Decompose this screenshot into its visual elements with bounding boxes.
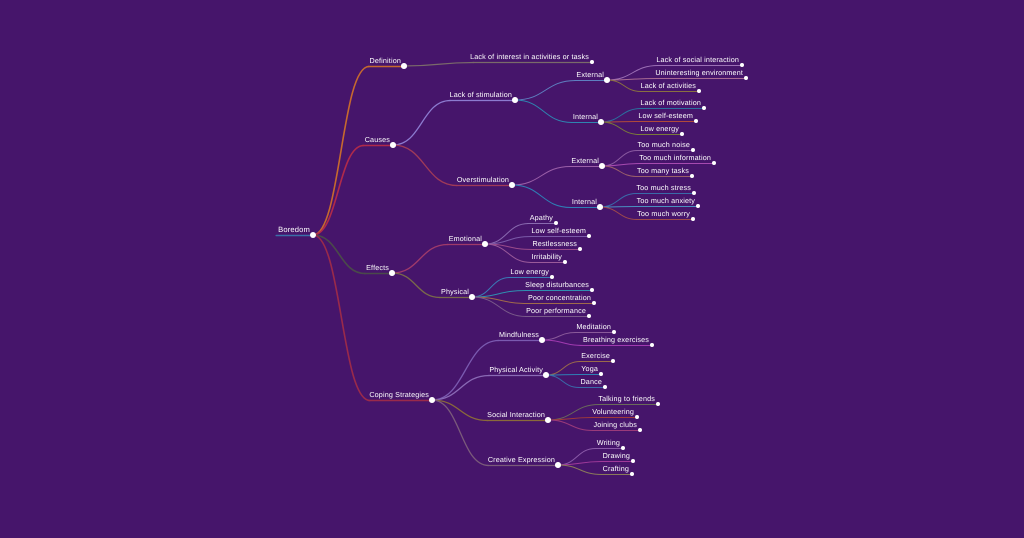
mindmap-label-external[interactable]: External (571, 155, 599, 165)
mindmap-node-poor-concentration[interactable] (591, 300, 597, 306)
mindmap-label-joining-clubs[interactable]: Joining clubs (593, 419, 637, 429)
mindmap-node-low-energy[interactable] (549, 274, 555, 280)
mindmap-node-boredom[interactable] (309, 231, 317, 239)
mindmap-node-too-many-tasks[interactable] (689, 173, 695, 179)
mindmap-node-exercise[interactable] (610, 358, 616, 364)
mindmap-node-social-interaction[interactable] (545, 417, 551, 423)
mindmap-label-boredom[interactable]: Boredom (278, 224, 310, 234)
mindmap-label-too-much-noise[interactable]: Too much noise (637, 139, 690, 149)
mindmap-node-joining-clubs[interactable] (637, 427, 643, 433)
mindmap-label-coping-strategies[interactable]: Coping Strategies (369, 389, 429, 399)
mindmap-node-external[interactable] (604, 77, 610, 83)
mindmap-node-lack-of-activities[interactable] (696, 88, 702, 94)
mindmap-label-too-much-worry[interactable]: Too much worry (637, 208, 690, 218)
mindmap-node-writing[interactable] (620, 445, 626, 451)
mindmap-label-low-self-esteem[interactable]: Low self-esteem (638, 110, 693, 120)
mindmap-label-drawing[interactable]: Drawing (602, 450, 630, 460)
mindmap-node-dance[interactable] (602, 384, 608, 390)
mindmap-node-volunteering[interactable] (634, 414, 640, 420)
mindmap-node-creative-expression[interactable] (555, 462, 561, 468)
mindmap-label-low-energy[interactable]: Low energy (640, 123, 679, 133)
mindmap-node-too-much-worry[interactable] (690, 216, 696, 222)
mindmap-node-effects[interactable] (389, 270, 395, 276)
mindmap-label-exercise[interactable]: Exercise (581, 350, 610, 360)
mindmap-node-lack-of-interest-in-activities-or-tasks[interactable] (589, 59, 595, 65)
mindmap-label-crafting[interactable]: Crafting (602, 463, 629, 473)
mindmap-node-low-self-esteem[interactable] (586, 233, 592, 239)
mindmap-label-poor-performance[interactable]: Poor performance (526, 305, 586, 315)
mindmap-label-effects[interactable]: Effects (366, 262, 389, 272)
mindmap-label-too-much-anxiety[interactable]: Too much anxiety (636, 195, 695, 205)
mindmap-label-restlessness[interactable]: Restlessness (532, 238, 577, 248)
mindmap-label-overstimulation[interactable]: Overstimulation (456, 174, 509, 184)
mindmap-label-lack-of-motivation[interactable]: Lack of motivation (640, 97, 701, 107)
mindmap-node-yoga[interactable] (598, 371, 604, 377)
mindmap-label-too-many-tasks[interactable]: Too many tasks (636, 165, 689, 175)
mindmap-label-social-interaction[interactable]: Social Interaction (487, 409, 545, 419)
mindmap-node-definition[interactable] (401, 63, 407, 69)
mindmap-label-too-much-stress[interactable]: Too much stress (636, 182, 691, 192)
mindmap-node-physical-activity[interactable] (543, 372, 549, 378)
mindmap-label-lack-of-activities[interactable]: Lack of activities (640, 80, 696, 90)
mindmap-label-physical-activity[interactable]: Physical Activity (489, 364, 543, 374)
mindmap-node-sleep-disturbances[interactable] (589, 287, 595, 293)
mindmap-node-external[interactable] (599, 163, 605, 169)
mindmap-label-emotional[interactable]: Emotional (448, 233, 482, 243)
mindmap-label-volunteering[interactable]: Volunteering (592, 406, 634, 416)
mindmap-label-uninteresting-environment[interactable]: Uninteresting environment (655, 67, 743, 77)
mindmap-label-external[interactable]: External (576, 69, 604, 79)
mindmap-label-sleep-disturbances[interactable]: Sleep disturbances (525, 279, 589, 289)
mindmap-label-poor-concentration[interactable]: Poor concentration (527, 292, 591, 302)
mindmap-node-mindfulness[interactable] (539, 337, 545, 343)
mindmap-node-causes[interactable] (390, 142, 396, 148)
mindmap-label-irritability[interactable]: Irritability (531, 251, 562, 261)
mindmap-node-lack-of-motivation[interactable] (701, 105, 707, 111)
mindmap-node-meditation[interactable] (611, 329, 617, 335)
mindmap-node-talking-to-friends[interactable] (655, 401, 661, 407)
mindmap-node-breathing-exercises[interactable] (649, 342, 655, 348)
mindmap-label-yoga[interactable]: Yoga (581, 363, 598, 373)
mindmap-node-low-self-esteem[interactable] (693, 118, 699, 124)
mindmap-label-definition[interactable]: Definition (369, 55, 401, 65)
mindmap-label-dance[interactable]: Dance (580, 376, 602, 386)
mindmap-label-too-much-information[interactable]: Too much information (639, 152, 711, 162)
mindmap-label-internal[interactable]: Internal (572, 111, 598, 121)
mindmap-label-writing[interactable]: Writing (596, 437, 620, 447)
mindmap-label-apathy[interactable]: Apathy (529, 212, 553, 222)
mindmap-label-breathing-exercises[interactable]: Breathing exercises (583, 334, 649, 344)
mindmap-node-physical[interactable] (469, 294, 475, 300)
mindmap-node-poor-performance[interactable] (586, 313, 592, 319)
mindmap-node-low-energy[interactable] (679, 131, 685, 137)
mindmap-label-mindfulness[interactable]: Mindfulness (498, 329, 539, 339)
mindmap-node-drawing[interactable] (630, 458, 636, 464)
mindmap-node-too-much-anxiety[interactable] (695, 203, 701, 209)
mindmap-node-apathy[interactable] (553, 220, 559, 226)
mindmap-label-lack-of-stimulation[interactable]: Lack of stimulation (449, 89, 512, 99)
mindmap-label-low-energy[interactable]: Low energy (510, 266, 549, 276)
mindmap-node-lack-of-social-interaction[interactable] (739, 62, 745, 68)
mindmap-label-causes[interactable]: Causes (364, 134, 390, 144)
mindmap-node-overstimulation[interactable] (509, 182, 515, 188)
mindmap-node-internal[interactable] (597, 204, 603, 210)
mindmap-label-internal[interactable]: Internal (571, 196, 597, 206)
mindmap-node-emotional[interactable] (482, 241, 488, 247)
mindmap-node-internal[interactable] (598, 119, 604, 125)
mindmap-node-too-much-information[interactable] (711, 160, 717, 166)
mindmap-node-uninteresting-environment[interactable] (743, 75, 749, 81)
mindmap-node-irritability[interactable] (562, 259, 568, 265)
mindmap-label-physical[interactable]: Physical (441, 286, 469, 296)
mindmap-label-talking-to-friends[interactable]: Talking to friends (598, 393, 655, 403)
mindmap-node-too-much-stress[interactable] (691, 190, 697, 196)
mindmap-label-lack-of-social-interaction[interactable]: Lack of social interaction (656, 54, 739, 64)
mindmap-node-lack-of-stimulation[interactable] (512, 97, 518, 103)
mindmap-node-coping-strategies[interactable] (429, 397, 435, 403)
mindmap-label-meditation[interactable]: Meditation (576, 321, 611, 331)
mindmap-label-creative-expression[interactable]: Creative Expression (487, 454, 555, 464)
mindmap-node-crafting[interactable] (629, 471, 635, 477)
mindmap-label-low-self-esteem[interactable]: Low self-esteem (531, 225, 586, 235)
mindmap-label-lack-of-interest-in-activities-or-tasks[interactable]: Lack of interest in activities or tasks (470, 51, 589, 61)
mindmap-node-restlessness[interactable] (577, 246, 583, 252)
mindmap-node-too-much-noise[interactable] (690, 147, 696, 153)
